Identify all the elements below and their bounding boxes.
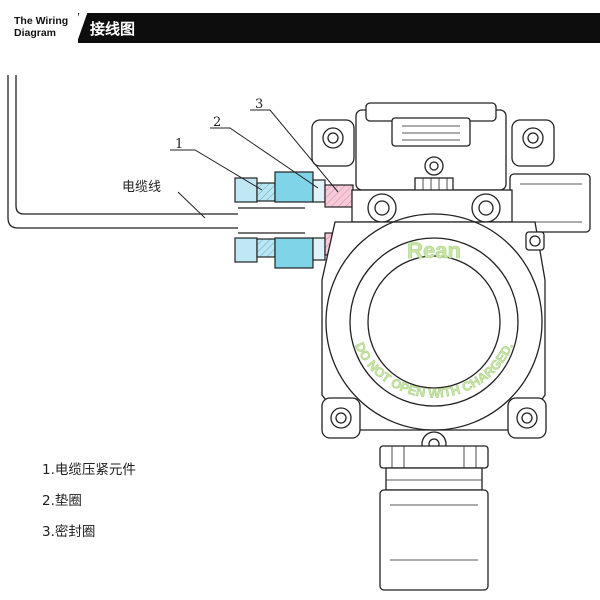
header-english-tab: The Wiring Diagram: [0, 13, 78, 43]
cable-line: [7, 75, 238, 229]
display-window: [325, 213, 543, 431]
cable-gland-part: [234, 171, 314, 269]
header-english-line1: The Wiring: [14, 15, 69, 27]
header-english-line2: Diagram: [14, 27, 57, 39]
legend-item-1: 1.电缆压紧元件: [42, 462, 136, 478]
callout-3: 3: [255, 97, 263, 112]
callout-leaders: [170, 109, 339, 219]
parts-legend: 1.电缆压紧元件 2.垫圈 3.密封圈: [42, 462, 136, 555]
section-header: The Wiring Diagram 接线图: [0, 11, 600, 45]
header-bar: [78, 13, 600, 43]
sensor-head: [379, 445, 489, 591]
brand-logo-text: Rean: [407, 238, 461, 263]
header-slash-divider: [68, 11, 88, 45]
callout-1: 1: [175, 137, 183, 152]
header-title: 接线图: [90, 20, 136, 38]
callout-2: 2: [213, 115, 221, 130]
detector-housing: [311, 102, 591, 457]
legend-item-3: 3.密封圈: [42, 524, 96, 540]
legend-item-2: 2.垫圈: [42, 493, 82, 509]
washer-part: [312, 179, 326, 261]
cable-label: 电缆线: [122, 179, 161, 195]
